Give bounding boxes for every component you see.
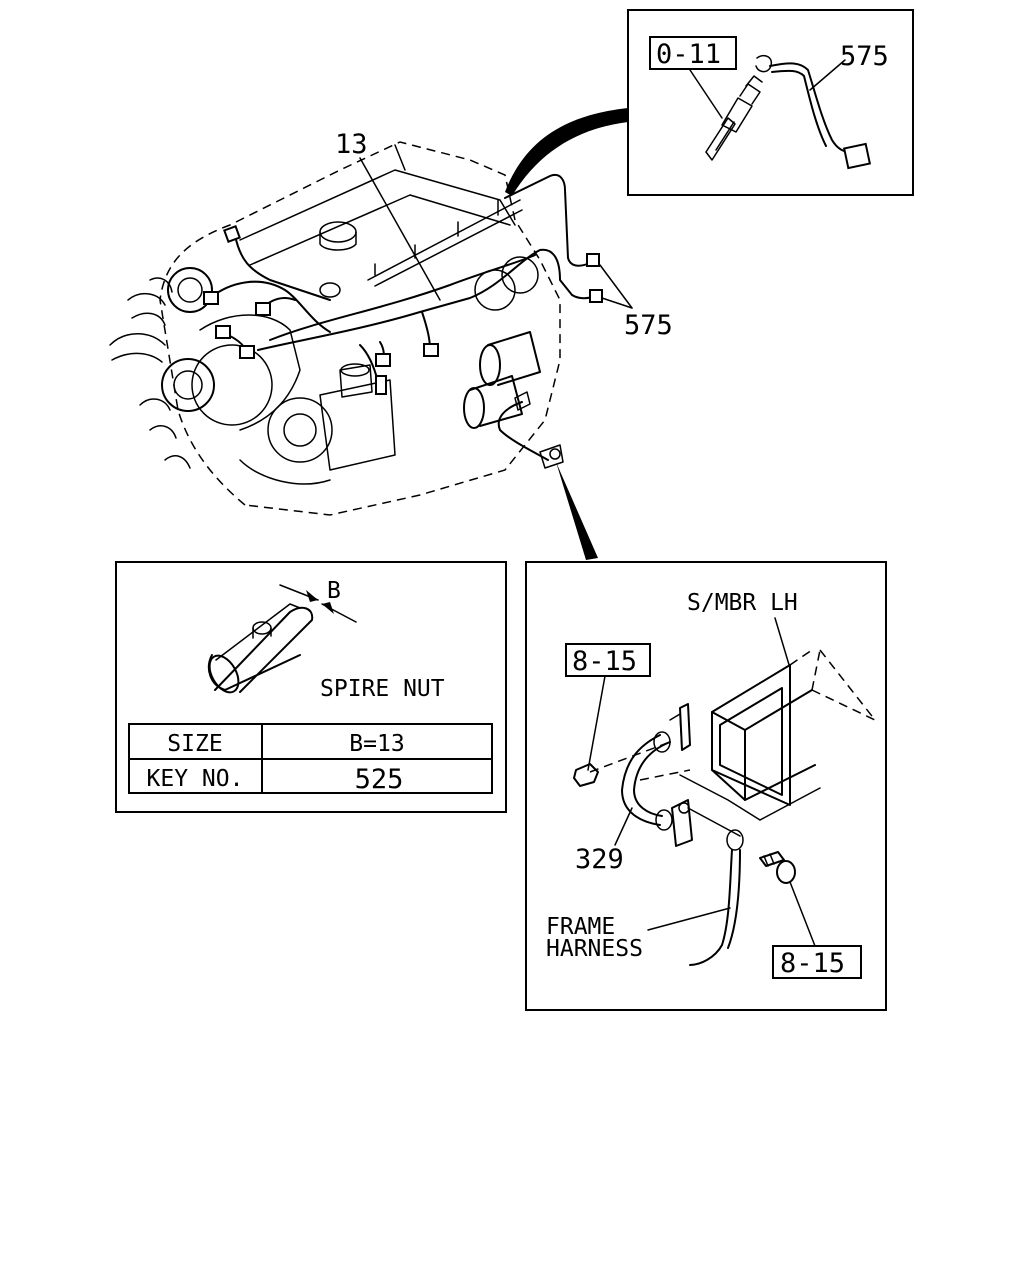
callout-ground-cable-329: 329 xyxy=(575,844,624,875)
callout-box-8-15-top xyxy=(565,643,651,677)
engine-harness xyxy=(203,174,603,469)
glow-plug-detail-box: 0-11 575 xyxy=(627,9,914,196)
callout-clip-8-15-bottom: 8-15 xyxy=(780,948,845,979)
frame-ground-detail-box: S/MBR LH xyxy=(525,561,887,1011)
side-member-label: S/MBR LH xyxy=(687,590,798,616)
frame-harness-icon xyxy=(689,829,744,966)
dimension-b-marker xyxy=(279,584,357,623)
frame-harness-label-line1: FRAME xyxy=(546,914,615,940)
ground-cable-icon xyxy=(589,703,761,847)
nut-icon xyxy=(573,763,599,787)
callout-glow-lead-575-detail: 575 xyxy=(840,41,889,72)
glow-plug-lead-icon xyxy=(755,54,872,170)
callout-glow-lead-575-engine: 575 xyxy=(624,310,673,341)
side-member-icon xyxy=(711,649,876,821)
callout-box-0-11 xyxy=(649,36,737,70)
spire-nut-table: SIZE B=13 KEY NO. 525 xyxy=(128,723,493,795)
spire-nut-detail-box: B SPIRE NUT SIZE B=13 KEY NO. 525 xyxy=(115,561,507,813)
spire-nut-title: SPIRE NUT xyxy=(320,676,445,702)
frame-harness-label-line2: HARNESS xyxy=(546,936,643,962)
callout-clip-8-15-top: 8-15 xyxy=(572,646,637,677)
table-header-size: SIZE xyxy=(167,731,222,757)
table-header-key-no: KEY NO. xyxy=(147,766,244,792)
table-value-key-no: 525 xyxy=(355,764,404,795)
engine-illustration xyxy=(109,141,561,516)
glow-plug-icon xyxy=(705,75,763,161)
callout-glow-plug-0-11: 0-11 xyxy=(656,39,721,70)
leader-lines xyxy=(359,108,633,560)
table-value-size: B=13 xyxy=(349,731,404,757)
callout-harness-13: 13 xyxy=(335,129,368,160)
bolt-icon xyxy=(759,851,796,884)
dimension-b-label: B xyxy=(327,578,341,604)
spire-nut-icon xyxy=(207,603,314,694)
callout-box-8-15-bottom xyxy=(772,945,862,979)
